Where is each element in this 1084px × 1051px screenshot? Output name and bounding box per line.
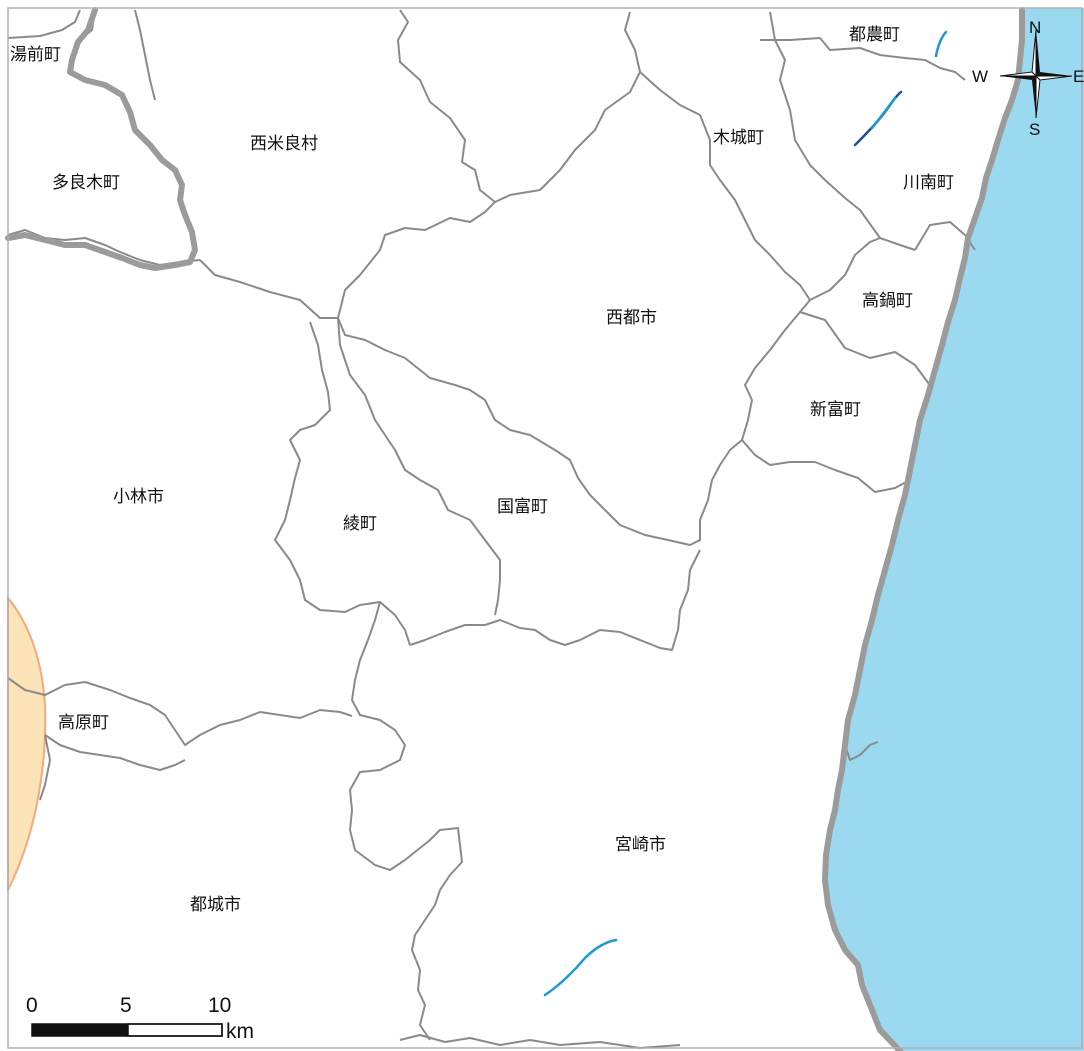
evacuation-zone [7, 595, 47, 891]
scale-bar-black-segment [32, 1024, 128, 1036]
scale-tick-10: 10 [208, 994, 231, 1017]
compass-west: W [972, 67, 988, 86]
place-label-yunomae[interactable]: 湯前町 [10, 45, 61, 65]
place-label-kobayashi[interactable]: 小林市 [113, 487, 164, 507]
scale-bar: 0 5 10 km [26, 994, 254, 1043]
scale-tick-0: 0 [26, 994, 38, 1017]
map-frame [7, 7, 1083, 1049]
prefecture-boundary [5, 7, 198, 271]
place-label-miyazaki[interactable]: 宮崎市 [615, 835, 666, 855]
place-label-kunitomi[interactable]: 国富町 [497, 497, 548, 517]
compass-east: E [1073, 67, 1084, 86]
coastline [822, 7, 1025, 1051]
scale-bar-white-segment [127, 1023, 223, 1037]
compass-north: N [1029, 18, 1041, 37]
river-tsuno [934, 30, 948, 58]
compass-south: S [1029, 120, 1040, 139]
place-label-tsuno[interactable]: 都農町 [849, 25, 900, 45]
place-label-kawaminami[interactable]: 川南町 [903, 173, 954, 193]
river-miyazaki [543, 938, 618, 997]
place-label-takaharu[interactable]: 高原町 [58, 713, 109, 733]
rivers [543, 30, 948, 997]
place-label-shintomi[interactable]: 新富町 [810, 400, 861, 420]
scale-tick-5: 5 [120, 994, 132, 1017]
place-label-saito[interactable]: 西都市 [606, 308, 657, 328]
place-label-nishimera[interactable]: 西米良村 [250, 134, 318, 154]
place-labels: 湯前町 西米良村 多良木町 都農町 木城町 川南町 高鍋町 西都市 新富町 小林… [10, 25, 954, 915]
place-label-taragi[interactable]: 多良木町 [52, 173, 120, 193]
place-label-aya[interactable]: 綾町 [343, 514, 377, 534]
scale-unit: km [226, 1020, 254, 1043]
municipal-boundaries [7, 9, 976, 1049]
place-label-miyakonojo[interactable]: 都城市 [190, 895, 241, 915]
sea-area [825, 8, 1084, 1051]
place-label-takanabe[interactable]: 高鍋町 [862, 291, 913, 311]
river-kawaminami-light [870, 96, 897, 130]
north-arrow-icon: N S W E [972, 18, 1084, 139]
place-label-kijo[interactable]: 木城町 [713, 128, 764, 148]
